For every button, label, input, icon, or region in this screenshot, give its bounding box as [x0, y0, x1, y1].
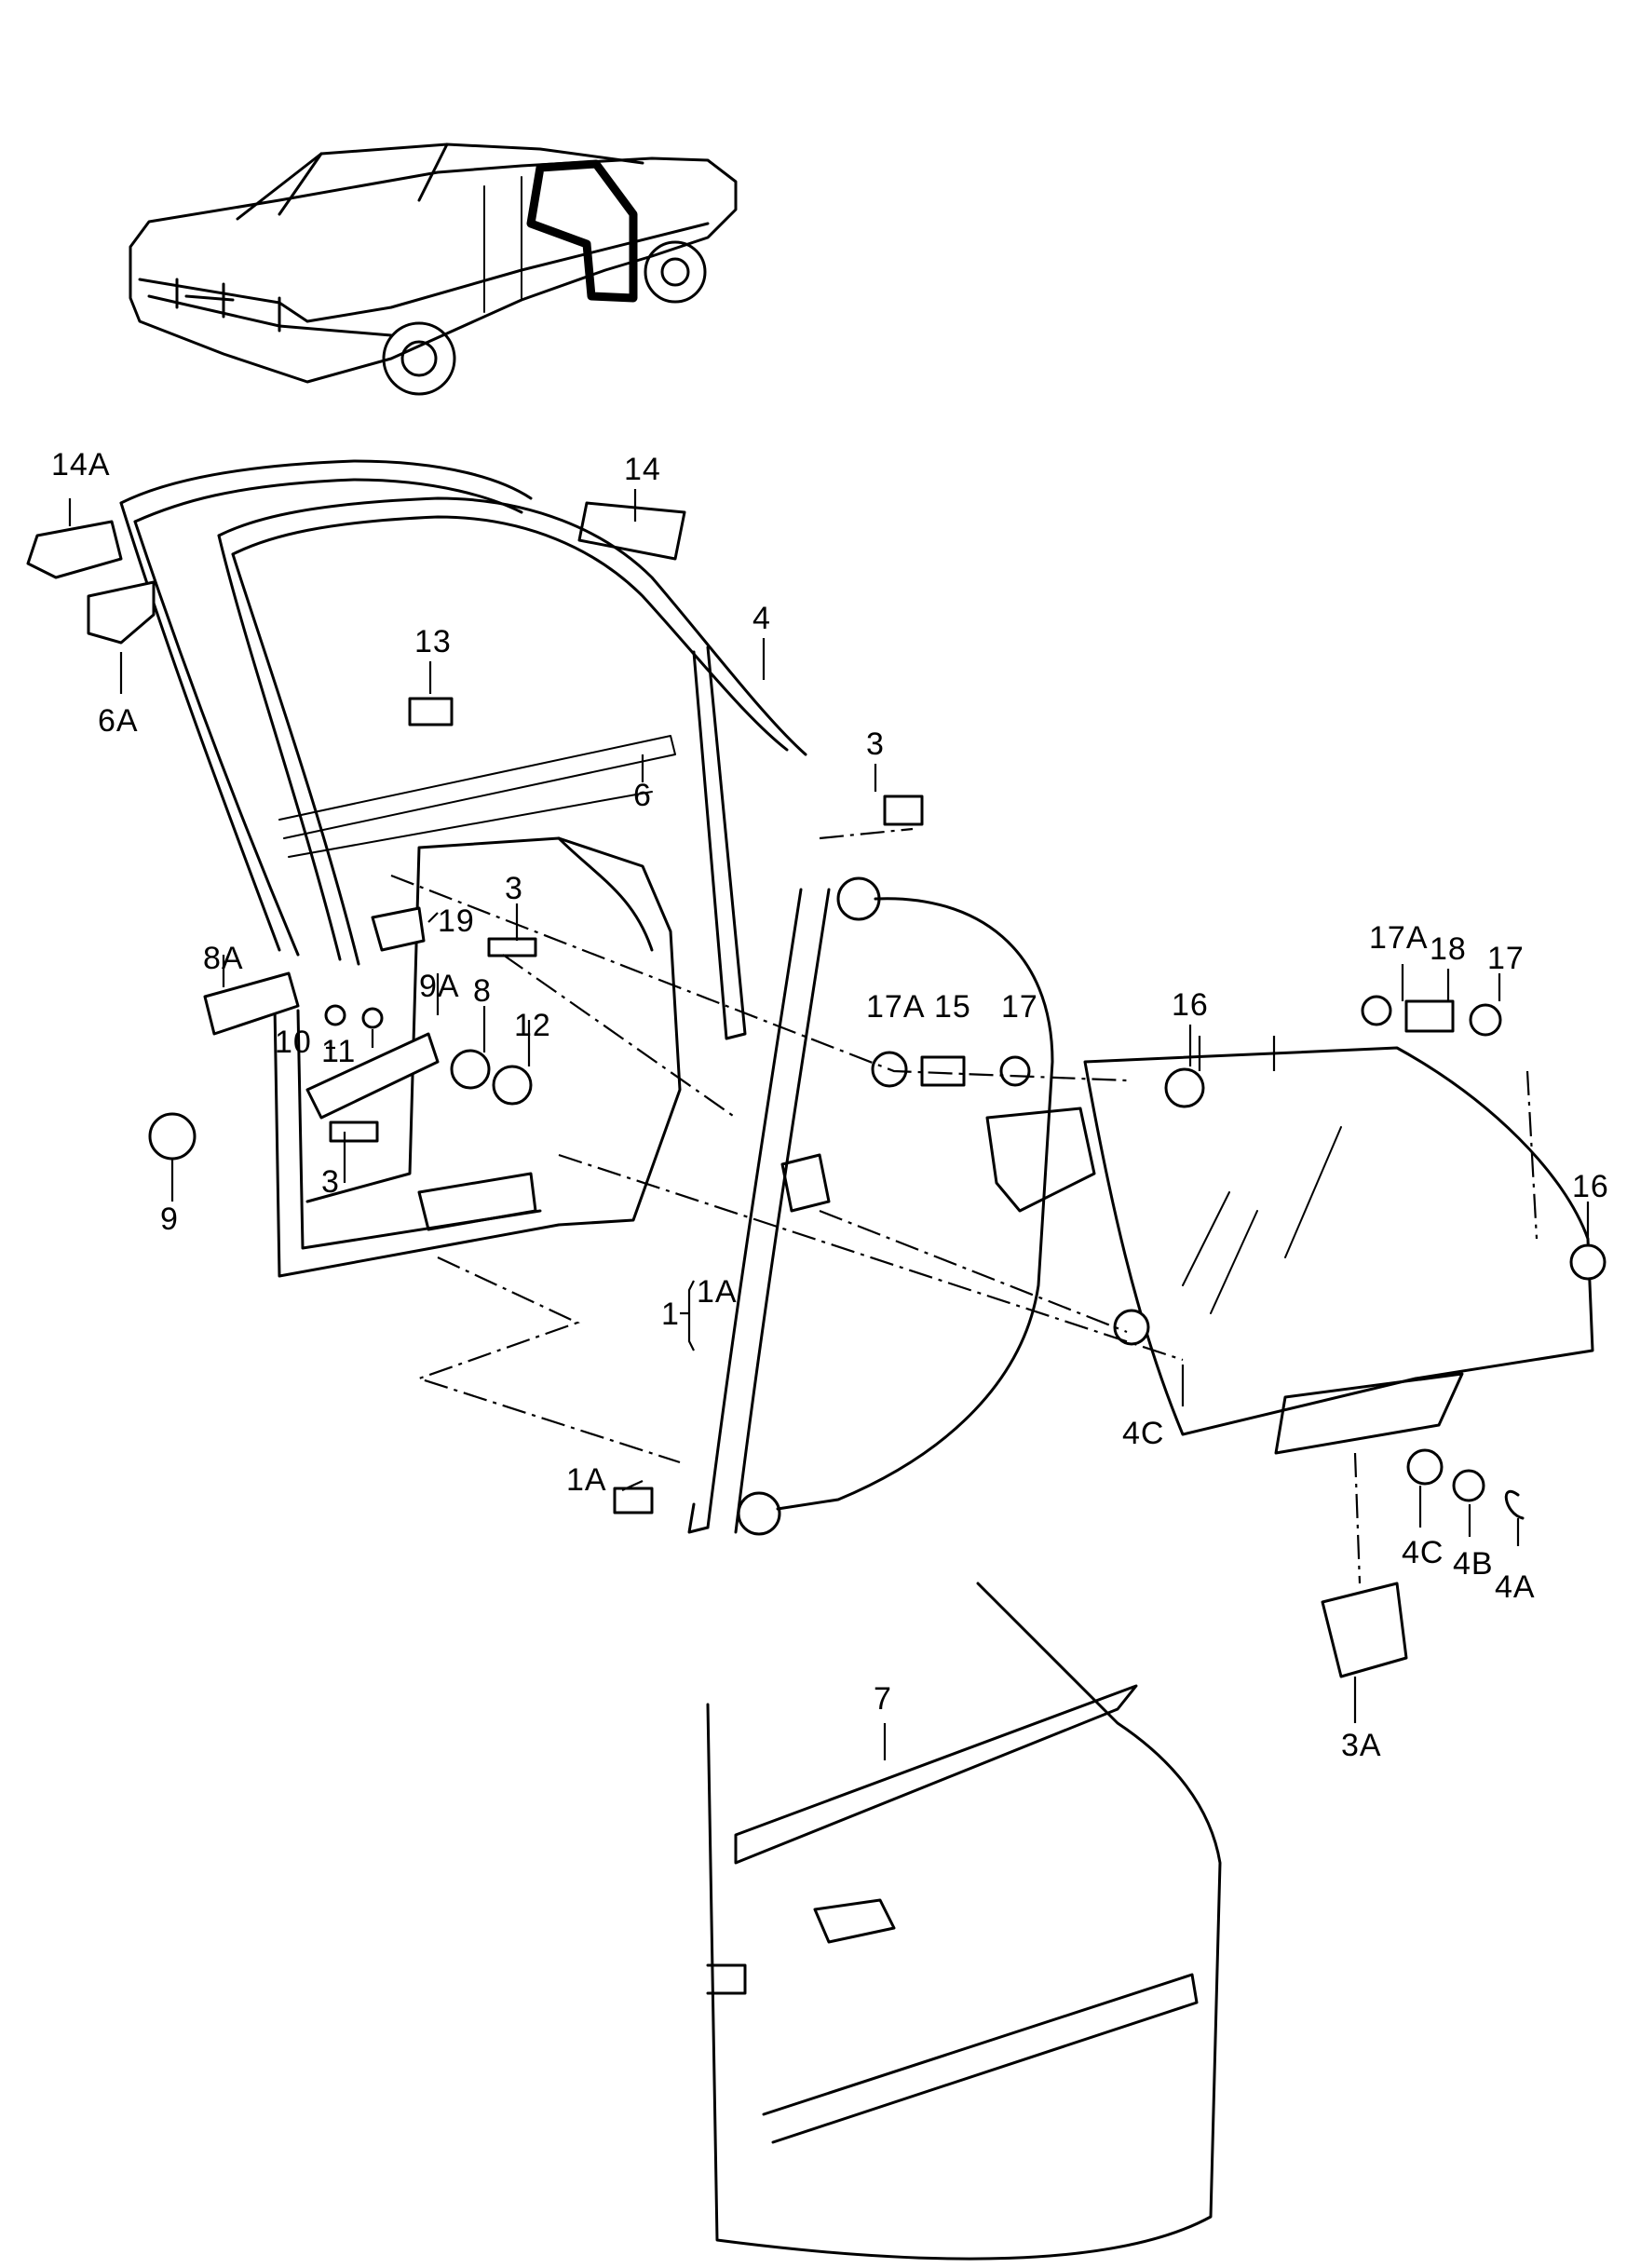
callout-leaders [68, 489, 1590, 1760]
callout-6A: 6A [98, 703, 139, 739]
callout-6: 6 [633, 778, 652, 813]
window-glass [1083, 1046, 1594, 1455]
car-overview-illustration [129, 143, 738, 396]
callout-8A: 8A [203, 941, 244, 976]
assembly-lines [390, 827, 1539, 1584]
callout-16-right: 16 [1572, 1169, 1609, 1204]
callout-19: 19 [438, 903, 475, 939]
callout-17-mid: 17 [1001, 989, 1038, 1025]
window-regulator [687, 876, 1096, 1536]
callout-13: 13 [414, 624, 452, 659]
callout-1A-bracket: 1A [697, 1274, 738, 1310]
callout-3-top: 3 [866, 727, 885, 762]
callout-11: 11 [321, 1034, 356, 1069]
callout-3-mid: 3 [505, 871, 523, 906]
callout-4C-top: 4C [1122, 1416, 1164, 1451]
callout-4A: 4A [1495, 1569, 1536, 1605]
callout-8: 8 [473, 973, 492, 1009]
callout-10: 10 [275, 1025, 312, 1060]
callout-4C-low: 4C [1402, 1535, 1444, 1570]
callout-4: 4 [752, 601, 771, 636]
callout-15: 15 [934, 989, 971, 1025]
callout-3-low: 3 [321, 1164, 340, 1200]
callout-17A-right: 17A [1369, 920, 1429, 956]
callout-4B: 4B [1453, 1546, 1494, 1582]
callout-17A-mid: 17A [866, 989, 926, 1025]
callout-7: 7 [874, 1681, 892, 1717]
callout-labels: 14A 14 6A 13 4 6 3 19 3 8A 9A 8 10 11 12… [51, 447, 1609, 1763]
callout-9A: 9A [419, 969, 460, 1004]
window-frame-seals [119, 459, 807, 1040]
callout-1A: 1A [566, 1462, 607, 1498]
callout-3A: 3A [1341, 1728, 1382, 1763]
small-parts [26, 520, 1607, 1678]
callout-14A: 14A [51, 447, 111, 482]
callout-14: 14 [624, 452, 661, 487]
outer-door-panel [706, 1582, 1222, 2261]
inner-door-panel [273, 836, 682, 1278]
callout-18: 18 [1430, 931, 1467, 967]
callout-17-right: 17 [1487, 941, 1525, 976]
callout-1: 1 [661, 1297, 680, 1332]
callout-9: 9 [160, 1202, 179, 1237]
callout-12: 12 [514, 1008, 551, 1043]
callout-16-top: 16 [1172, 987, 1209, 1023]
